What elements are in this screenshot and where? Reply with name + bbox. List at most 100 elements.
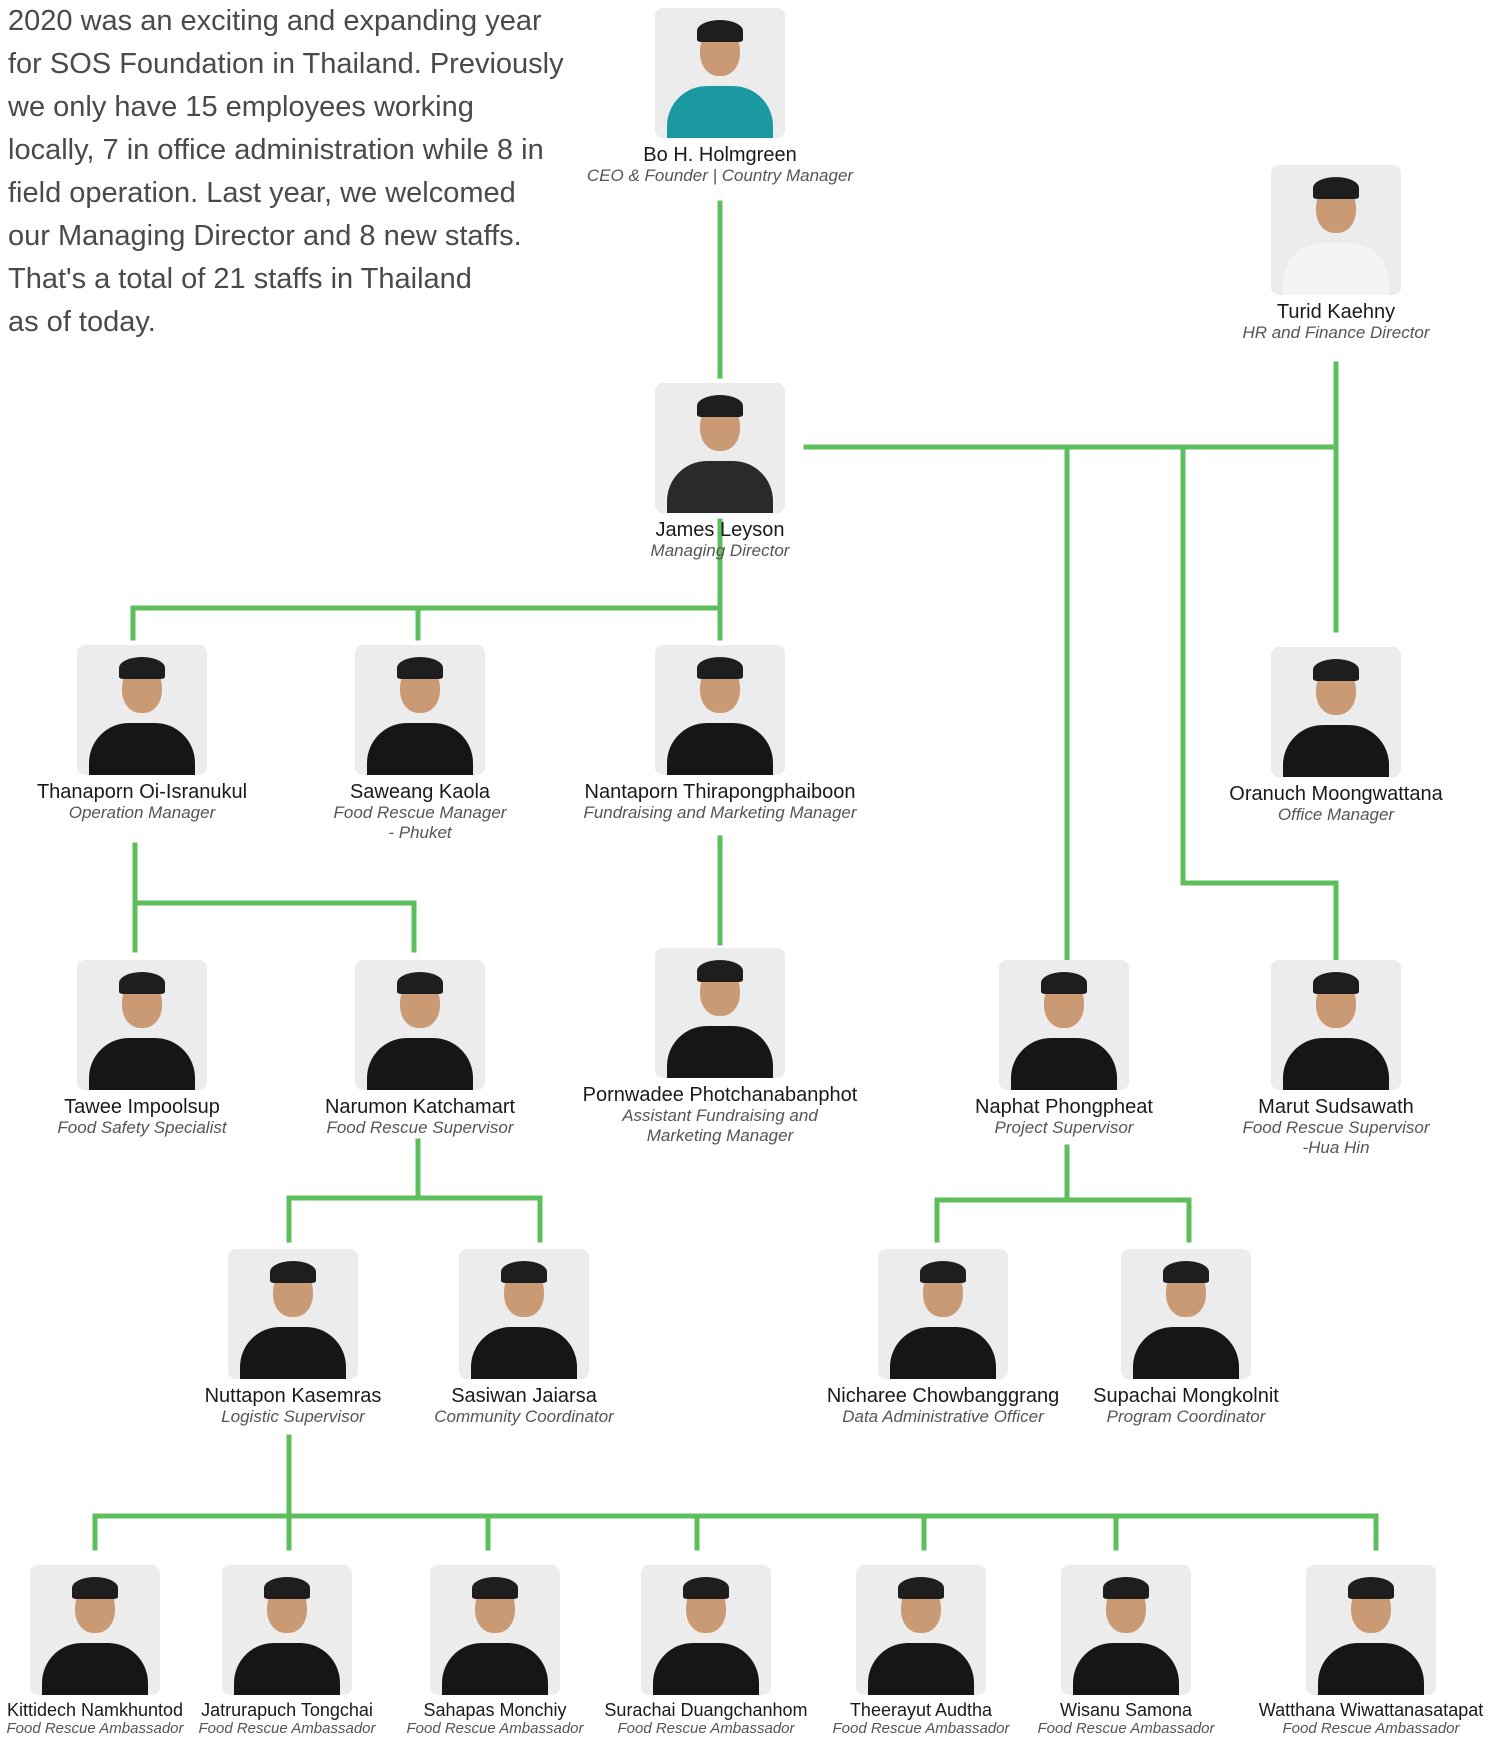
intro-line: locally, 7 in office administration whil… (8, 134, 544, 166)
profile-photo (878, 1249, 1008, 1379)
profile-photo (222, 1565, 352, 1695)
person-name: Thanaporn Oi-Isranukul (36, 781, 248, 803)
profile-photo (77, 645, 207, 775)
person-name: Marut Sudsawath (1258, 1096, 1414, 1118)
profile-photo (655, 383, 785, 513)
person-name: Wisanu Samona (1059, 1700, 1193, 1720)
profile-photo (30, 1565, 160, 1695)
profile-photo (1271, 960, 1401, 1090)
person-name: Tawee Impoolsup (64, 1096, 220, 1118)
profile-photo (1306, 1565, 1436, 1695)
profile-photo (1271, 165, 1401, 295)
profile-photo (77, 960, 207, 1090)
person-role: Fundraising and Marketing Manager (583, 803, 857, 822)
person-role: Program Coordinator (1106, 1407, 1266, 1426)
profile-photo (1121, 1249, 1251, 1379)
intro-line: field operation. Last year, we welcomed (8, 177, 516, 209)
profile-photo (228, 1249, 358, 1379)
person-name: Sahapas Monchiy (423, 1700, 567, 1720)
profile-photo (430, 1565, 560, 1695)
intro-line: as of today. (8, 306, 156, 338)
profile-photo (655, 948, 785, 1078)
profile-photo (1271, 647, 1401, 777)
person-name: Naphat Phongpheat (975, 1096, 1153, 1118)
person-role: Managing Director (650, 541, 790, 560)
profile-photo (1061, 1565, 1191, 1695)
person-name: Watthana Wiwattanasatapat (1258, 1700, 1484, 1720)
person-role: CEO & Founder | Country Manager (586, 166, 854, 185)
person-role: Food Rescue Ambassador (832, 1720, 1010, 1737)
person-name: Nuttapon Kasemras (204, 1385, 382, 1407)
person-role: Food Rescue Ambassador (617, 1720, 795, 1737)
person-role: Project Supervisor (994, 1118, 1134, 1137)
person-role: Food Safety Specialist (57, 1118, 227, 1137)
profile-photo (655, 645, 785, 775)
person-name: Nicharee Chowbanggrang (826, 1385, 1060, 1407)
intro-line: That's a total of 21 staffs in Thailand (8, 263, 472, 295)
person-role: Food Rescue Ambassador (6, 1720, 184, 1737)
person-name: Bo H. Holmgreen (643, 144, 797, 166)
intro-line: we only have 15 employees working (8, 91, 474, 123)
person-role: HR and Finance Director (1242, 323, 1430, 342)
profile-photo (999, 960, 1129, 1090)
person-role: Food Rescue Supervisor -Hua Hin (1242, 1118, 1430, 1157)
profile-photo (641, 1565, 771, 1695)
profile-photo (355, 645, 485, 775)
profile-photo (459, 1249, 589, 1379)
person-role: Food Rescue Ambassador (1282, 1720, 1460, 1737)
person-role: Data Administrative Officer (842, 1407, 1044, 1426)
person-name: Turid Kaehny (1276, 301, 1396, 323)
person-name: Jatrurapuch Tongchai (201, 1700, 373, 1720)
person-name: Theerayut Audtha (849, 1700, 993, 1720)
intro-line: our Managing Director and 8 new staffs. (8, 220, 522, 252)
person-name: James Leyson (655, 519, 785, 541)
intro-line: 2020 was an exciting and expanding year (8, 5, 542, 37)
person-role: Office Manager (1277, 805, 1395, 824)
intro-text: 2020 was an exciting and expanding year … (8, 0, 568, 344)
person-role: Assistant Fundraising and Marketing Mana… (622, 1106, 818, 1145)
profile-photo (355, 960, 485, 1090)
person-name: Supachai Mongkolnit (1093, 1385, 1279, 1407)
person-name: Narumon Katchamart (324, 1096, 516, 1118)
person-role: Logistic Supervisor (221, 1407, 365, 1426)
person-role: Food Rescue Manager - Phuket (333, 803, 507, 842)
person-role: Operation Manager (68, 803, 216, 822)
person-role: Food Rescue Ambassador (198, 1720, 376, 1737)
person-role: Food Rescue Ambassador (406, 1720, 584, 1737)
person-role: Community Coordinator (434, 1407, 614, 1426)
profile-photo (856, 1565, 986, 1695)
person-role: Food Rescue Supervisor (326, 1118, 514, 1137)
intro-line: for SOS Foundation in Thailand. Previous… (8, 48, 564, 80)
person-name: Nantaporn Thirapongphaiboon (584, 781, 856, 803)
person-role: Food Rescue Ambassador (1037, 1720, 1215, 1737)
person-name: Oranuch Moongwattana (1229, 783, 1443, 805)
person-name: Saweang Kaola (349, 781, 491, 803)
profile-photo (655, 8, 785, 138)
person-name: Pornwadee Photchanabanphot (582, 1084, 858, 1106)
person-name: Kittidech Namkhuntod (6, 1700, 184, 1720)
person-name: Surachai Duangchanhom (604, 1700, 808, 1720)
